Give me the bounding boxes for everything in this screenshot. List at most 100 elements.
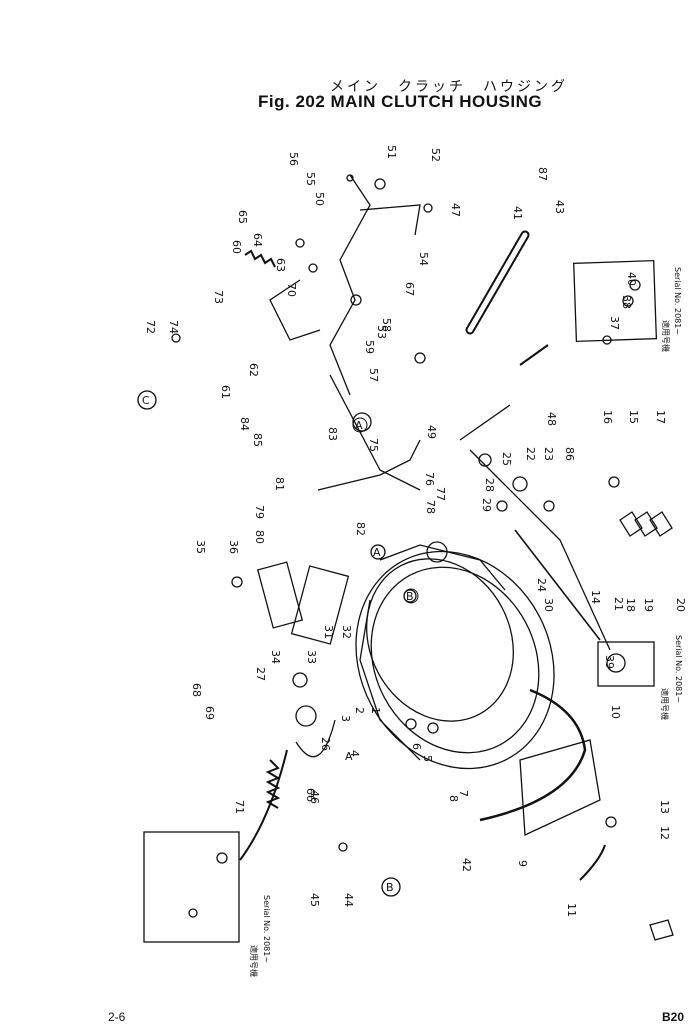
part-label: 23 (542, 447, 555, 461)
ref-marker: A (373, 546, 381, 559)
part-label: 79 (253, 505, 266, 519)
part-label: 27 (254, 667, 267, 681)
ref-marker: B (406, 590, 414, 603)
part-label: 63 (274, 258, 287, 272)
ref-marker: A (345, 750, 353, 763)
part-label: 86 (563, 447, 576, 461)
part-label: 7 (457, 790, 470, 797)
part-label: 66 (304, 788, 317, 802)
ref-marker: B (386, 881, 394, 894)
page-number-left: 2-6 (108, 1010, 126, 1024)
part-number-labels: 1 2 3 4 5 6 7 8 9 10 11 12 13 14 15 16 1… (144, 145, 687, 917)
part-label: 3 (339, 715, 352, 722)
part-label: 21 (612, 597, 625, 611)
page-number-right: B20 (662, 1010, 685, 1024)
serial-note: Serial No. 2081~ (262, 895, 271, 963)
part-label: 64 (251, 233, 264, 247)
part-label: 24 (535, 578, 548, 592)
part-label: 71 (233, 800, 246, 814)
part-label: 30 (542, 598, 555, 612)
part-label: 70 (285, 283, 298, 297)
serial-note: 適用号機 (249, 945, 259, 977)
part-label: 10 (609, 705, 622, 719)
part-label: 51 (385, 145, 398, 159)
part-label: 2 (353, 707, 366, 714)
part-label: 54 (417, 252, 430, 266)
part-label: 41 (511, 206, 524, 220)
part-label: 45 (308, 893, 321, 907)
gasket (479, 688, 601, 836)
part-label: 29 (480, 498, 493, 512)
part-label: 35 (194, 540, 207, 554)
part-label: 73 (212, 290, 225, 304)
serial-note: 適用号機 (660, 688, 670, 720)
part-label: 56 (287, 152, 300, 166)
part-label: 14 (589, 590, 602, 604)
part-label: 69 (203, 706, 216, 720)
part-label: 85 (251, 433, 264, 447)
part-label: 32 (340, 625, 353, 639)
part-label: 87 (536, 167, 549, 181)
part-label: 84 (238, 417, 251, 431)
part-label: 22 (524, 447, 537, 461)
part-label: 9 (516, 860, 529, 867)
part-label: 52 (429, 148, 442, 162)
part-label: 42 (460, 858, 473, 872)
part-label: 47 (449, 203, 462, 217)
part-label: 60 (230, 240, 243, 254)
serial-note: Serial No. 2081~ (673, 267, 682, 335)
part-label: 59 (363, 340, 376, 354)
part-label: 76 (423, 472, 436, 486)
serial-note: 適用号機 (661, 320, 671, 352)
part-label: 5 (421, 755, 434, 762)
part-label: 72 (144, 320, 157, 334)
part-label: 1 (369, 707, 382, 714)
part-label: 49 (425, 425, 438, 439)
part-label: 68 (190, 683, 203, 697)
part-label: 28 (483, 478, 496, 492)
part-label: 43 (553, 200, 566, 214)
part-label: 82 (354, 522, 367, 536)
part-label: 36 (227, 540, 240, 554)
ref-marker: A (355, 419, 363, 432)
part-label: 25 (500, 452, 513, 466)
part-label: 48 (545, 412, 558, 426)
part-label: 53 (375, 325, 388, 339)
part-label: 33 (305, 650, 318, 664)
part-label: 11 (565, 903, 578, 917)
part-label: 75 (367, 438, 380, 452)
part-label: 80 (253, 530, 266, 544)
part-label: 77 (434, 487, 447, 501)
part-label: 46 (308, 790, 321, 804)
part-label: 50 (313, 192, 326, 206)
part-label: 16 (601, 410, 614, 424)
part-label: 13 (658, 800, 671, 814)
part-label: 44 (342, 893, 355, 907)
part-label: 40 (625, 272, 638, 286)
part-label: 4 (348, 750, 361, 757)
part-label: 17 (654, 410, 667, 424)
title-japanese: メイン クラッチ ハウジング (330, 78, 568, 94)
part-label: 26 (319, 737, 332, 751)
part-label: 20 (674, 598, 687, 612)
part-label: 38 (620, 295, 633, 309)
part-label: 65 (236, 210, 249, 224)
part-label: 8 (447, 795, 460, 802)
part-label: 31 (322, 625, 335, 639)
part-label: 15 (627, 410, 640, 424)
part-label: 12 (658, 826, 671, 840)
reference-markers: A A A B B C (137, 390, 419, 897)
part-label: 18 (624, 598, 637, 612)
part-label: 74 (167, 320, 180, 334)
part-label: 19 (642, 598, 655, 612)
part-label: 62 (247, 363, 260, 377)
figure-title: Fig. 202 MAIN CLUTCH HOUSING (258, 92, 543, 111)
part-label: 78 (424, 500, 437, 514)
part-label: 34 (269, 650, 282, 664)
part-label: 37 (608, 316, 621, 330)
inset-notes: 適用号機 Serial No. 2081~ 適用号機 Serial No. 20… (249, 267, 683, 977)
part-label: 67 (403, 282, 416, 296)
part-label: 81 (273, 477, 286, 491)
part-label: 55 (304, 172, 317, 186)
